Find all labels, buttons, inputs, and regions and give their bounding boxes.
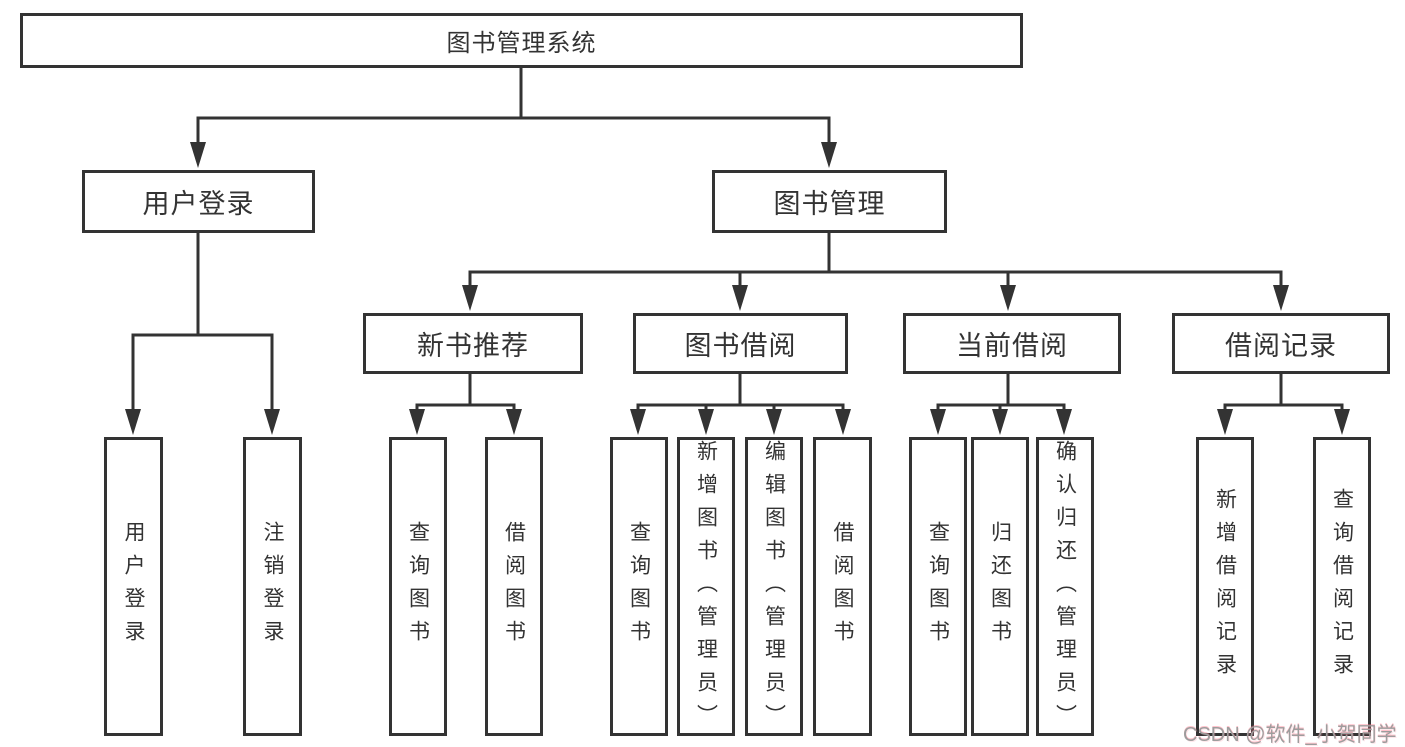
node-bb-add-books-admin: 新增图书（管理员） bbox=[677, 437, 735, 737]
connector-borrow-records-to-children bbox=[1217, 374, 1350, 435]
node-bb-borrow-books: 借阅图书 bbox=[813, 437, 872, 736]
node-bb-query-books: 查询图书 bbox=[610, 437, 668, 736]
node-cb-confirm-return-admin: 确认归还（管理员） bbox=[1036, 437, 1094, 737]
node-book-management: 图书管理 bbox=[712, 170, 947, 233]
node-br-add-record: 新增借阅记录 bbox=[1196, 437, 1254, 736]
connector-book-management-to-level3 bbox=[462, 233, 1289, 311]
node-nbr-borrow-books: 借阅图书 bbox=[485, 437, 543, 736]
node-user-login-leaf: 用户登录 bbox=[104, 437, 163, 736]
connector-book-borrowing-to-children bbox=[630, 374, 851, 435]
node-br-query-record: 查询借阅记录 bbox=[1313, 437, 1371, 736]
node-new-book-recommendation: 新书推荐 bbox=[363, 313, 583, 374]
node-bb-edit-books-admin: 编辑图书（管理员） bbox=[745, 437, 803, 737]
node-book-borrowing: 图书借阅 bbox=[633, 313, 848, 374]
node-nbr-query-books: 查询图书 bbox=[389, 437, 447, 736]
node-cb-return-books: 归还图书 bbox=[971, 437, 1029, 736]
node-current-borrowing: 当前借阅 bbox=[903, 313, 1121, 374]
node-logout: 注销登录 bbox=[243, 437, 302, 736]
watermark: CSDN @软件_小贺同学 bbox=[1183, 724, 1397, 746]
node-library-management-system: 图书管理系统 bbox=[20, 13, 1023, 68]
connector-new-book-rec-to-children bbox=[409, 374, 522, 435]
connector-user-login-to-children bbox=[125, 233, 280, 435]
node-cb-query-books: 查询图书 bbox=[909, 437, 967, 736]
connector-current-borrowing-to-children bbox=[930, 374, 1072, 435]
node-borrowing-records: 借阅记录 bbox=[1172, 313, 1390, 374]
connector-root-to-level2 bbox=[190, 68, 837, 168]
node-user-login: 用户登录 bbox=[82, 170, 315, 233]
